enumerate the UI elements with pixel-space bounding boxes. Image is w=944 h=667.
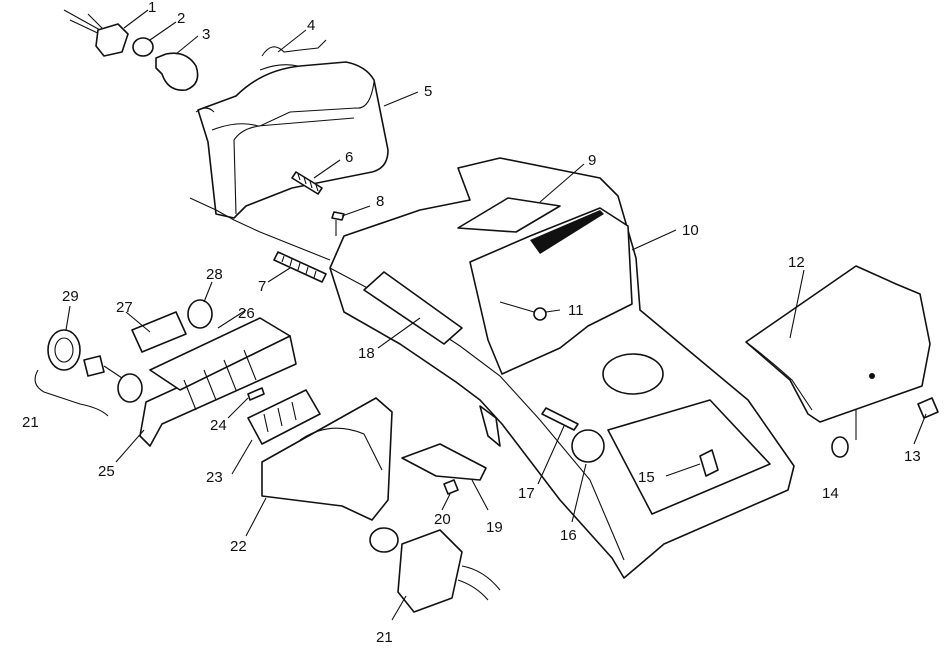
console-windshield-opening: [469, 207, 633, 375]
part-20-screw: [443, 479, 459, 495]
part-8-screw: [331, 211, 345, 221]
callout-8: 8: [376, 193, 384, 210]
callout-23: 23: [206, 469, 223, 486]
callout-4: 4: [307, 17, 315, 34]
callout-17: 17: [518, 485, 535, 502]
callout-7: 7: [258, 278, 266, 295]
callout-26: 26: [238, 305, 255, 322]
part-7-spring: [273, 251, 327, 283]
part-19-switch: [401, 443, 487, 481]
callout-5: 5: [424, 83, 432, 100]
part-13-screw: [917, 397, 939, 419]
callout-15: 15: [638, 469, 655, 486]
callout-10: 10: [682, 222, 699, 239]
callout-18: 18: [358, 345, 375, 362]
callout-labels: 1 2 3 4 5 6 7 8 9 10 11 12 13 14 15 16 1…: [22, 0, 921, 646]
part-15-latch: [699, 449, 719, 477]
switch-bracket-assembly: [47, 299, 501, 613]
leader-lines: [34, 9, 927, 621]
callout-14: 14: [822, 485, 839, 502]
part-29-cap: [47, 329, 81, 371]
callout-21-bottom: 21: [376, 629, 393, 646]
part-5-headlight-housing: [197, 61, 389, 219]
callout-25: 25: [98, 463, 115, 480]
part-14-washer: [831, 436, 849, 458]
part-9-decal: [457, 197, 561, 233]
part-18-decal: [363, 271, 463, 345]
callout-6: 6: [345, 149, 353, 166]
part-16-cap: [571, 429, 605, 463]
part-11-screw: [533, 307, 547, 321]
part-10-console-hood: [329, 157, 795, 579]
part-1-connector: [95, 23, 129, 57]
callout-16: 16: [560, 527, 577, 544]
part-3-bulb: [155, 52, 199, 91]
callout-9: 9: [588, 152, 596, 169]
callout-21-top: 21: [22, 414, 39, 431]
headlight-assembly: [63, 9, 389, 283]
callout-13: 13: [904, 448, 921, 465]
part-17-screw: [541, 407, 579, 431]
part-28-grommet: [187, 299, 213, 329]
console-storage-tray: [607, 399, 771, 515]
callout-29: 29: [62, 288, 79, 305]
ignition-key: [83, 355, 105, 377]
part-24-pin: [247, 387, 265, 401]
part-12-side-panel: [745, 265, 931, 423]
callout-2: 2: [177, 10, 185, 27]
part-27-decal: [131, 311, 187, 353]
part-26-switch-panel: [149, 317, 291, 391]
part-2-socket: [132, 37, 154, 57]
callout-1: 1: [148, 0, 156, 16]
part-22-lower-bracket: [261, 397, 393, 521]
callout-3: 3: [202, 26, 210, 43]
callout-24: 24: [210, 417, 227, 434]
part-23-switch-block: [247, 389, 321, 445]
callout-12: 12: [788, 254, 805, 271]
ignition-switch: [117, 373, 143, 403]
side-panel-group: [745, 265, 939, 458]
connector-plug: [397, 529, 463, 613]
console-gauge-pocket: [602, 353, 664, 395]
callout-20: 20: [434, 511, 451, 528]
callout-28: 28: [206, 266, 223, 283]
hood-console: [329, 157, 795, 579]
callout-27: 27: [116, 299, 133, 316]
part-4-spring-clip: [259, 39, 327, 71]
callout-19: 19: [486, 519, 503, 536]
callout-11: 11: [568, 302, 584, 319]
callout-22: 22: [230, 538, 247, 555]
